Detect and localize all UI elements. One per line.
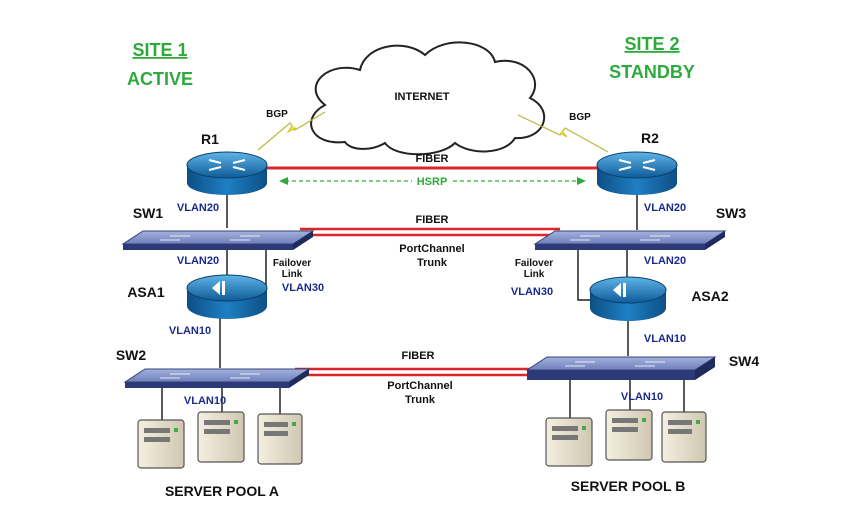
vlan-sw2-servers: VLAN10 xyxy=(184,395,226,407)
fiber-routers-label: FIBER xyxy=(416,153,449,165)
fiber-access-label: FIBER xyxy=(402,350,435,362)
r2-label: R2 xyxy=(641,130,659,146)
server-a1[interactable] xyxy=(137,419,185,469)
hsrp-arrow-left xyxy=(279,177,288,185)
site1-name: SITE 1 xyxy=(132,40,187,60)
asa1-label: ASA1 xyxy=(127,284,165,300)
firewall-icon xyxy=(613,283,626,297)
vlan-sw3-asa2: VLAN20 xyxy=(644,255,686,267)
vlan-asa1-sw2: VLAN10 xyxy=(169,325,211,337)
server-b3[interactable] xyxy=(661,411,707,463)
sw2-label: SW2 xyxy=(116,347,147,363)
server-a3[interactable] xyxy=(257,413,303,465)
failover-right-label-1: Failover xyxy=(515,258,553,269)
router-r1[interactable] xyxy=(186,151,268,195)
fiber-core-label: FIBER xyxy=(416,214,449,226)
hsrp-arrow-right xyxy=(577,177,586,185)
bgp-right-label: BGP xyxy=(569,112,591,123)
vlan-asa1-failover: VLAN30 xyxy=(282,282,324,294)
failover-right-label-2: Link xyxy=(524,269,545,280)
sw4-label: SW4 xyxy=(729,353,760,369)
vlan-sw1-asa1: VLAN20 xyxy=(177,255,219,267)
switch-sw1[interactable] xyxy=(121,230,315,250)
sw1-label: SW1 xyxy=(133,205,164,221)
router-r2[interactable] xyxy=(596,151,678,195)
internet-cloud: INTERNET xyxy=(310,41,546,156)
hsrp-label: HSRP xyxy=(417,176,448,188)
server-pool-a-label: SERVER POOL A xyxy=(165,483,279,499)
internet-label: INTERNET xyxy=(395,91,450,103)
switch-sw2[interactable] xyxy=(123,368,311,388)
server-b1[interactable] xyxy=(545,417,593,467)
site1-state: ACTIVE xyxy=(127,69,193,89)
firewall-asa2[interactable] xyxy=(589,276,667,321)
vlan-r1-sw1: VLAN20 xyxy=(177,202,219,214)
failover-left-label-2: Link xyxy=(282,269,303,280)
firewall-asa1[interactable] xyxy=(186,274,268,319)
r1-label: R1 xyxy=(201,131,219,147)
portchannel-access-label-2: Trunk xyxy=(405,394,436,406)
vlan-r2-sw3: VLAN20 xyxy=(644,202,686,214)
portchannel-access-label-1: PortChannel xyxy=(387,380,452,392)
server-b2[interactable] xyxy=(605,409,653,461)
site2-state: STANDBY xyxy=(609,62,695,82)
bgp-left-label: BGP xyxy=(266,109,288,120)
server-a2[interactable] xyxy=(197,411,245,463)
router-arrows-icon xyxy=(618,159,656,171)
failover-link-right xyxy=(577,248,590,301)
switch-sw3[interactable] xyxy=(533,230,727,250)
site2-name: SITE 2 xyxy=(624,34,679,54)
bgp-link-left xyxy=(257,111,326,151)
switch-sw4[interactable] xyxy=(525,356,717,380)
bgp-link-right xyxy=(517,114,609,153)
server-pool-b-label: SERVER POOL B xyxy=(571,478,686,494)
vlan-sw4-servers: VLAN10 xyxy=(621,391,663,403)
portchannel-core-label-1: PortChannel xyxy=(399,243,464,255)
router-arrows-icon xyxy=(208,159,246,171)
sw3-label: SW3 xyxy=(716,205,747,221)
firewall-icon xyxy=(212,281,225,295)
vlan-asa2-failover: VLAN30 xyxy=(511,286,553,298)
asa2-label: ASA2 xyxy=(691,288,729,304)
vlan-asa2-sw4: VLAN10 xyxy=(644,333,686,345)
failover-left-label-1: Failover xyxy=(273,258,311,269)
portchannel-core-label-2: Trunk xyxy=(417,257,448,269)
